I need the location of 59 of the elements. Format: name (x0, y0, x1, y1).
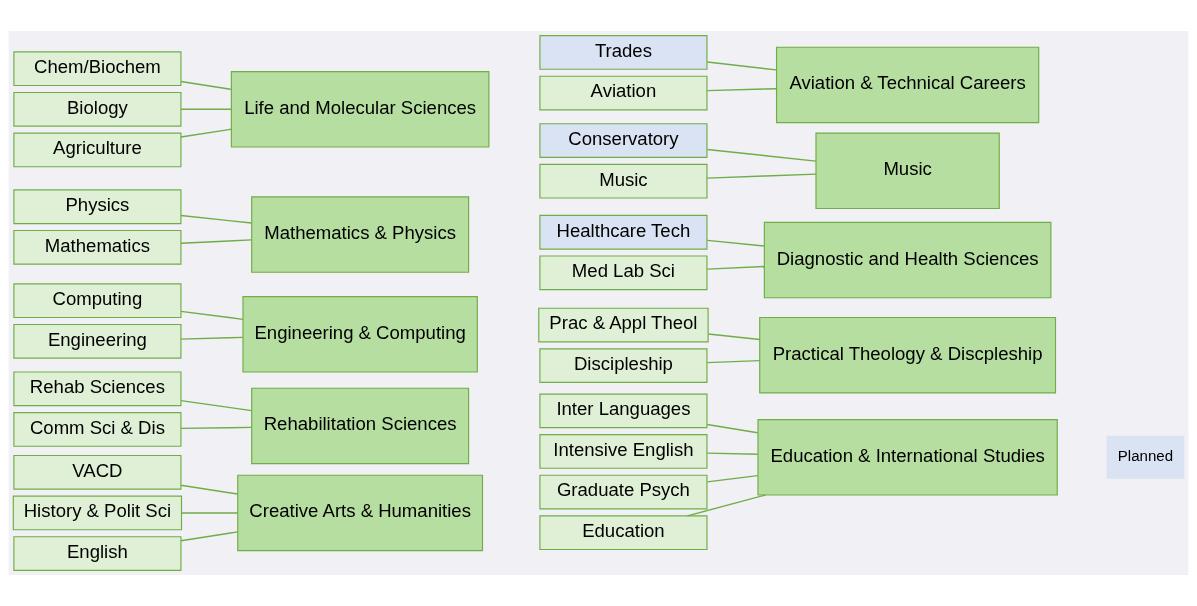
node-box: Aviation & Technical Careers (775, 46, 1040, 124)
node-box: Chem/Biochem (13, 51, 182, 87)
connector (180, 336, 244, 340)
connector (686, 494, 767, 517)
node-box: Engineering & Computing (242, 296, 478, 373)
node-box: Med Lab Sci (539, 255, 708, 291)
node-box: Comm Sci & Dis (13, 412, 182, 447)
connector (707, 333, 761, 341)
connector (180, 531, 239, 542)
node-box: Music (815, 132, 1000, 210)
node-box: Agriculture (13, 132, 182, 168)
node-box: Diagnostic and Health Sciences (763, 221, 1052, 299)
node-box: Music (539, 163, 708, 199)
connector (706, 88, 777, 92)
node-box: Engineering (13, 323, 182, 359)
node-box: Discipleship (539, 348, 708, 384)
connector (706, 239, 765, 247)
node-box: Mathematics & Physics (251, 196, 470, 273)
node-box: Aviation (539, 75, 708, 111)
connector (706, 61, 777, 71)
connector (706, 173, 817, 179)
connector (180, 310, 244, 320)
node-box: Creative Arts & Humanities (237, 474, 484, 552)
node-box: Intensive English (539, 434, 708, 469)
node-box: Prac & Appl Theol (538, 307, 709, 343)
connector (706, 423, 759, 434)
node-box: Rehab Sciences (13, 371, 182, 407)
node-box: Rehabilitation Sciences (251, 387, 470, 465)
node-box: English (13, 536, 182, 571)
node-box: Life and Molecular Sciences (230, 71, 490, 148)
node-box: History & Polit Sci (12, 495, 183, 531)
connector (706, 474, 759, 483)
node-box: Healthcare Tech (539, 214, 708, 250)
node-box: Education & International Studies (757, 419, 1058, 496)
connector (180, 239, 253, 244)
node-box: Conservatory (539, 123, 708, 158)
node-box: Mathematics (13, 229, 182, 265)
node-box: Education (539, 515, 708, 551)
node-box: Practical Theology & Discpleship (759, 316, 1057, 394)
connector (180, 484, 239, 495)
legend-label: Planned (1117, 447, 1174, 465)
node-box: Computing (13, 283, 182, 319)
connector (180, 128, 232, 138)
connector (706, 148, 817, 162)
node-box: Graduate Psych (539, 474, 708, 510)
connector (180, 399, 253, 412)
connector (180, 80, 232, 91)
connector (180, 426, 253, 430)
node-box: Biology (13, 91, 182, 127)
connector (706, 359, 761, 364)
node-box: VACD (13, 454, 182, 490)
node-box: Trades (539, 35, 708, 70)
node-box: Physics (13, 189, 182, 225)
connector (181, 512, 239, 514)
connector (706, 452, 759, 455)
node-box: Inter Languages (539, 393, 708, 429)
connector (180, 108, 232, 110)
connector (706, 265, 765, 270)
connector (180, 214, 253, 224)
